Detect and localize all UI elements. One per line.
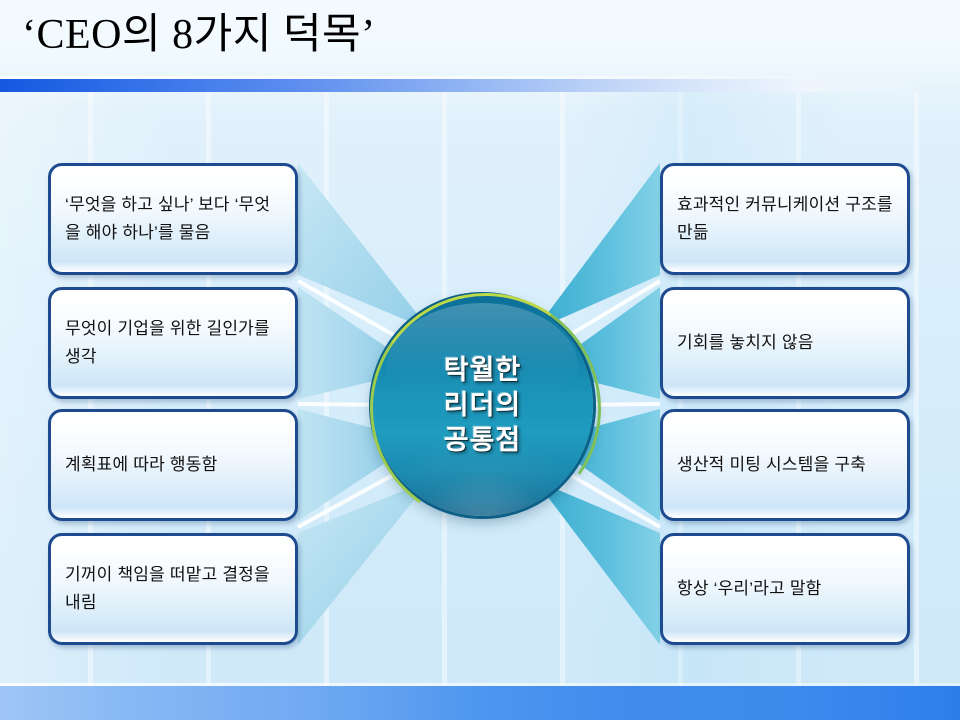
right-item-3[interactable]: 생산적 미팅 시스템을 구축 [660, 409, 910, 521]
bottom-band-highlight [0, 683, 960, 686]
right-item-4[interactable]: 항상 ‘우리’라고 말함 [660, 533, 910, 645]
left-item-4-text: 기꺼이 책임을 떠맡고 결정을 내림 [65, 565, 270, 612]
center-hub: 탁월한 리더의 공통점 [351, 274, 620, 543]
left-item-2[interactable]: 무엇이 기업을 위한 길인가를 생각 [48, 287, 298, 399]
right-item-2[interactable]: 기회를 놓치지 않음 [660, 287, 910, 399]
header-separator-bar [0, 79, 960, 92]
left-item-1[interactable]: ‘무엇을 하고 싶나’ 보다 ‘무엇을 해야 하나’를 물음 [48, 163, 298, 275]
left-item-1-text: ‘무엇을 하고 싶나’ 보다 ‘무엇을 해야 하나’를 물음 [65, 195, 271, 242]
left-item-3-text: 계획표에 따라 행동함 [65, 455, 218, 474]
left-item-3[interactable]: 계획표에 따라 행동함 [48, 409, 298, 521]
right-item-2-text: 기회를 놓치지 않음 [677, 333, 814, 352]
left-item-4[interactable]: 기꺼이 책임을 떠맡고 결정을 내림 [48, 533, 298, 645]
bottom-band [0, 686, 960, 720]
right-item-3-text: 생산적 미팅 시스템을 구축 [677, 455, 867, 474]
header-bar-highlight [0, 76, 960, 79]
right-item-4-text: 항상 ‘우리’라고 말함 [677, 579, 822, 598]
left-item-2-text: 무엇이 기업을 위한 길인가를 생각 [65, 319, 270, 366]
slide-title: ‘CEO의 8가지 덕목’ [22, 12, 376, 58]
right-item-1-text: 효과적인 커뮤니케이션 구조를 만듦 [677, 195, 893, 242]
hub-label: 탁월한 리더의 공통점 [443, 355, 522, 455]
right-item-1[interactable]: 효과적인 커뮤니케이션 구조를 만듦 [660, 163, 910, 275]
